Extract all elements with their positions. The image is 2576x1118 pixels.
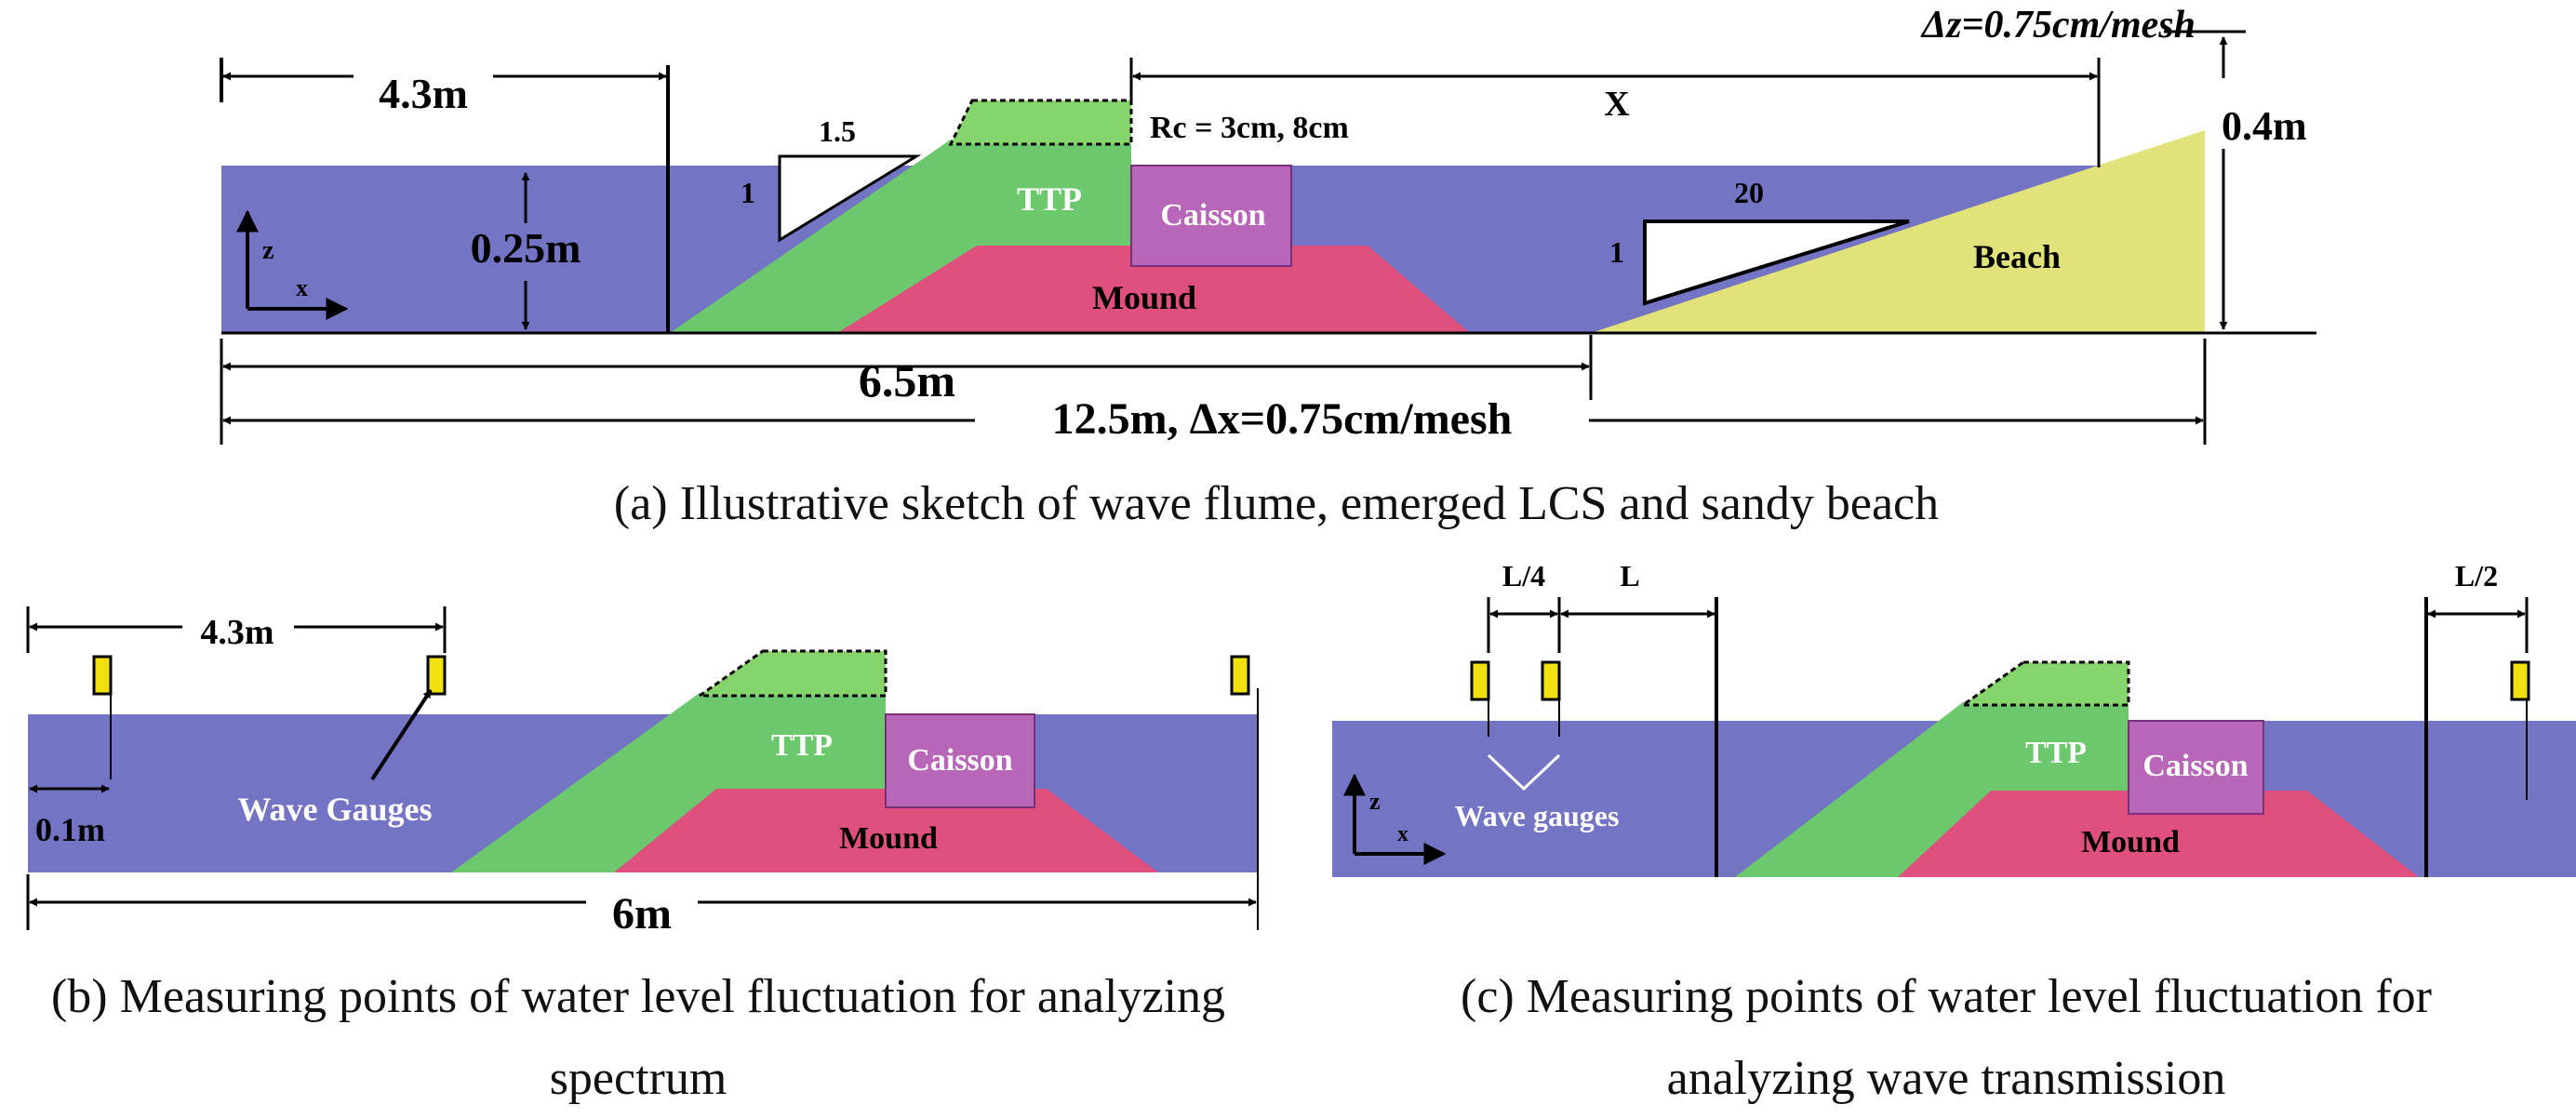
caisson-block [1130, 165, 1292, 267]
mound-shape-b [614, 789, 1158, 872]
wave-gauge-c1 [1470, 660, 1490, 701]
dim-b-4-3-bg [182, 606, 294, 649]
axis-x-label-c: x [1397, 822, 1408, 846]
wave-gauges-leader-c [1487, 753, 1561, 792]
caisson-label-b: Caisson [907, 743, 1012, 778]
ttp-crest [948, 99, 1133, 146]
slope-front-rise: 1 [741, 176, 755, 209]
wave-gauges-label-c: Wave gauges [1455, 799, 1620, 832]
slope-beach-run: 20 [1734, 176, 1764, 209]
slope-beach-rise: 1 [1609, 235, 1624, 269]
dim-total-label: 12.5m, Δx=0.75cm/mesh [1052, 394, 1513, 444]
wave-gauges-label-b: Wave Gauges [237, 791, 432, 828]
caption-c-line1: (c) Measuring points of water level fluc… [1461, 970, 2432, 1023]
wave-gauge-c2 [1541, 660, 1561, 701]
slope-front-run: 1.5 [819, 114, 856, 148]
dim-height-label: 0.4m [2222, 103, 2307, 149]
ttp-armor-b [451, 693, 886, 872]
ttp-armor-c [1735, 702, 2129, 877]
caisson-block-b [885, 713, 1035, 808]
mound-label-b: Mound [839, 821, 938, 856]
dim-offshore-bg [354, 69, 493, 121]
caisson-label: Caisson [1160, 198, 1265, 233]
caisson-block-c [2128, 720, 2264, 815]
panel-b: TTP Caisson Mound 4.3m 0.1m Wave Gauges … [26, 606, 1259, 1105]
dim-dz-label: Δz=0.75cm/mesh [1920, 4, 2196, 47]
mound-shape-c [1898, 791, 2419, 877]
wave-gauge-c3 [2510, 660, 2530, 701]
caption-a: (a) Illustrative sketch of wave flume, e… [614, 477, 1939, 530]
caption-c-line2: analyzing wave transmission [1667, 1052, 2226, 1105]
ttp-armor [670, 140, 1131, 333]
caption-b-line2: spectrum [550, 1052, 727, 1105]
dim-b-6-label: 6m [612, 889, 672, 938]
mound-label-c: Mound [2081, 825, 2180, 859]
dim-6-5-label: 6.5m [859, 354, 955, 406]
ttp-label: TTP [1017, 180, 1082, 218]
beach-label: Beach [1973, 238, 2061, 275]
ttp-crest-c [1958, 660, 2130, 707]
dim-c-l2-label: L/2 [2455, 559, 2498, 592]
panel-c: TTP Caisson Mound z x L/4 L L/2 Wave gau… [1332, 559, 2576, 1105]
wave-gauge-b3 [1230, 655, 1250, 696]
beach-slope [1591, 130, 2205, 333]
axis-x-label: x [296, 274, 308, 301]
panel-a: 1.5 1 20 1 TTP Caisson Mound Beach Rc = … [220, 4, 2316, 530]
rc-label: Rc = 3cm, 8cm [1150, 111, 1349, 145]
dim-b-6-bg [586, 889, 698, 936]
mound-label: Mound [1092, 279, 1196, 316]
dim-total-bg [975, 394, 1589, 446]
dim-offshore-label: 4.3m [379, 70, 468, 117]
dim-b-4-3-label: 4.3m [200, 613, 274, 652]
mound-shape [837, 246, 1470, 333]
dim-c-l4-label: L/4 [1502, 559, 1545, 592]
ttp-crest-b [695, 649, 888, 698]
ttp-label-b: TTP [771, 728, 833, 763]
depth-label: 0.25m [471, 224, 581, 272]
caption-b-line1: (b) Measuring points of water level fluc… [51, 970, 1225, 1023]
wave-gauge-b2 [426, 655, 447, 696]
dim-b-0-1-label: 0.1m [35, 811, 105, 848]
caisson-label-c: Caisson [2142, 749, 2248, 783]
dim-c-l-label: L [1620, 559, 1639, 592]
wave-gauge-b1 [92, 655, 113, 696]
slope-triangle-beach [1643, 220, 1910, 306]
axis-z-label-c: z [1369, 788, 1381, 815]
slope-triangle-front [778, 154, 922, 243]
wave-gauges-leader-b [370, 688, 433, 781]
ttp-label-c: TTP [2025, 736, 2087, 770]
dim-x-label: X [1604, 85, 1629, 124]
axis-z-label: z [262, 236, 274, 265]
